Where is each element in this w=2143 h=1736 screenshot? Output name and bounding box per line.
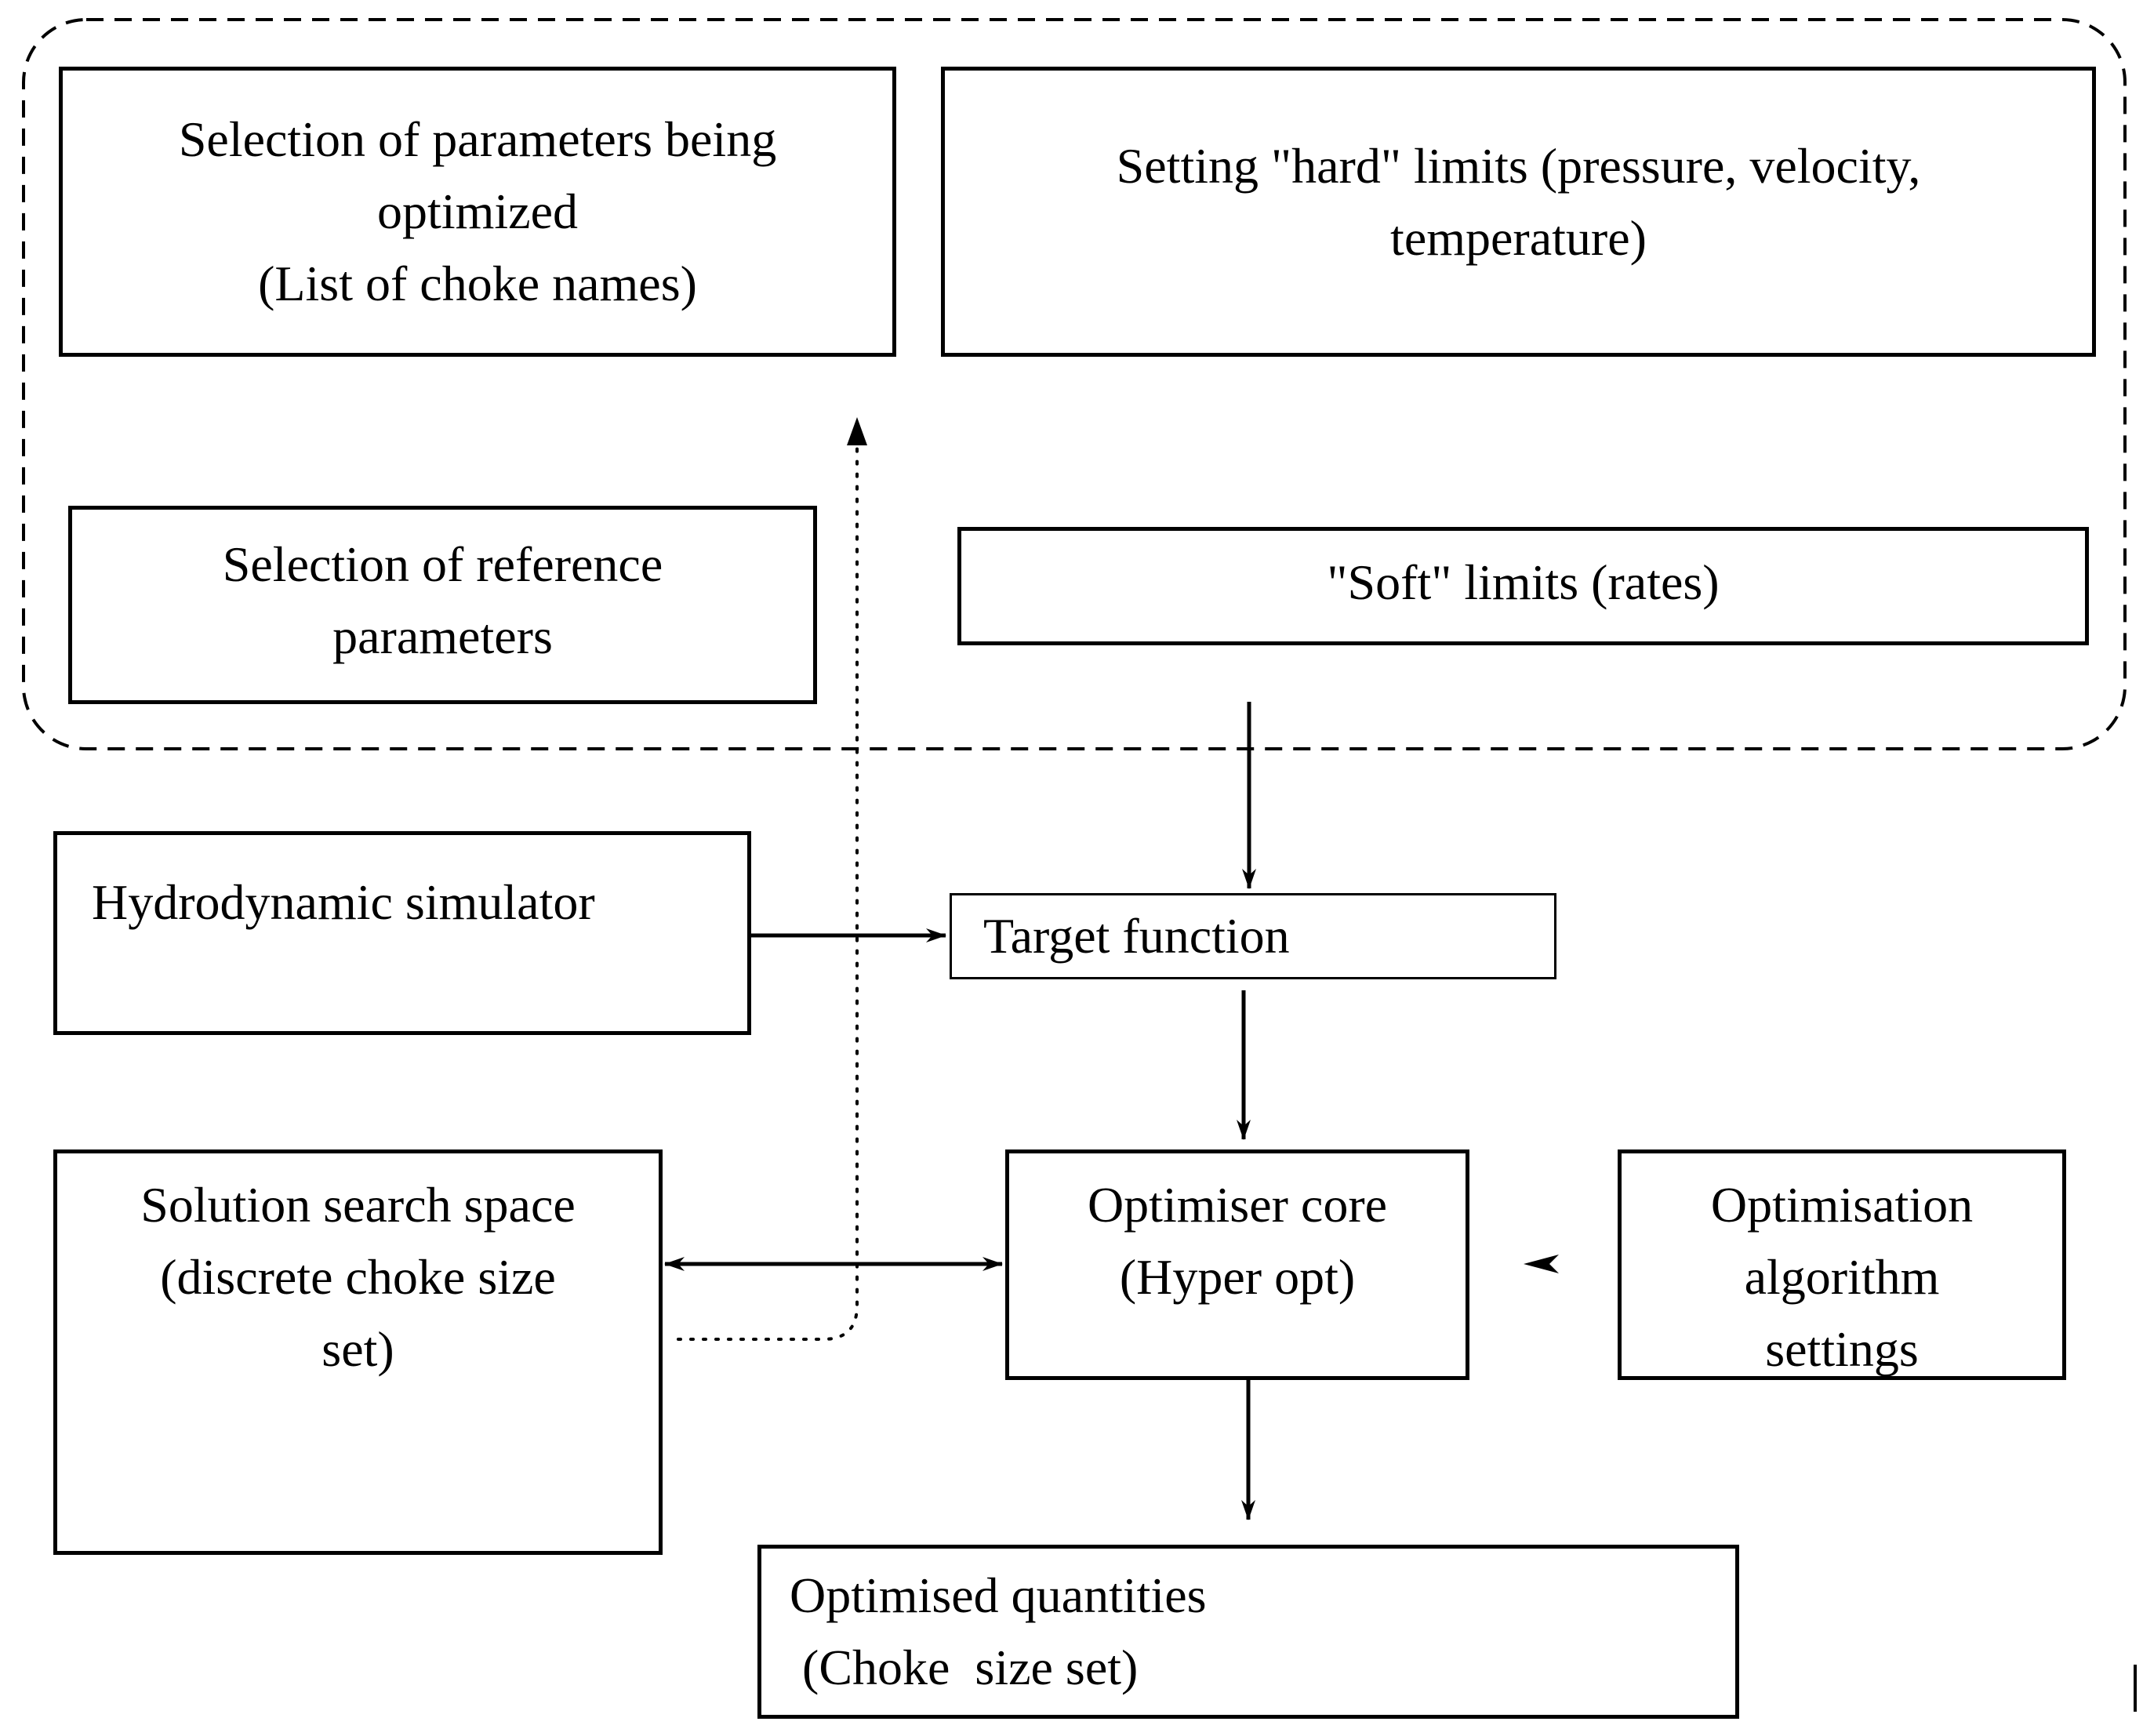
search-space-line3: set) <box>321 1321 394 1377</box>
optimiser-core-line1: Optimiser core <box>1087 1177 1388 1233</box>
optimiser-core-box: Optimiser core (Hyper opt) <box>1005 1149 1469 1380</box>
hard-limits-line2: temperature) <box>1390 210 1647 266</box>
soft-limits-box: "Soft" limits (rates) <box>957 527 2089 645</box>
simulator-box: Hydrodynamic simulator <box>53 831 751 1035</box>
reference-selection-line1: Selection of reference <box>222 536 663 592</box>
dotted-feedback-arrowhead <box>847 417 867 445</box>
algorithm-settings-line2: algorithm <box>1744 1249 1940 1305</box>
optimised-quantities-line2: (Choke size set) <box>790 1640 1139 1695</box>
optimiser-core-line2: (Hyper opt) <box>1119 1249 1356 1305</box>
search-space-box: Solution search space (discrete choke si… <box>53 1149 663 1555</box>
optimised-quantities-line1: Optimised quantities <box>790 1567 1207 1623</box>
parameters-selection-box: Selection of parameters being optimized … <box>59 67 896 357</box>
input-group-boundary <box>22 18 2127 750</box>
search-space-line2: (discrete choke size <box>160 1249 556 1305</box>
parameters-selection-line3: (List of choke names) <box>258 256 697 311</box>
simulator-line1: Hydrodynamic simulator <box>92 874 595 930</box>
optimised-quantities-box: Optimised quantities (Choke size set) <box>757 1545 1739 1719</box>
hard-limits-line1: Setting "hard" limits (pressure, velocit… <box>1116 138 1921 194</box>
algorithm-settings-line1: Optimisation <box>1710 1177 1974 1233</box>
algorithm-settings-box: Optimisation algorithm settings <box>1618 1149 2066 1380</box>
reference-selection-box: Selection of reference parameters <box>68 506 817 704</box>
soft-limits-line1: "Soft" limits (rates) <box>1327 554 1720 610</box>
reference-selection-line2: parameters <box>332 608 553 664</box>
target-function-line1: Target function <box>983 908 1290 964</box>
target-function-box: Target function <box>950 893 1556 979</box>
parameters-selection-line1: Selection of parameters being <box>178 111 777 167</box>
algorithm-settings-line3: settings <box>1765 1321 1919 1377</box>
arrow-settings-to-optimiser <box>1524 1255 1559 1273</box>
parameters-selection-line2: optimized <box>377 183 578 239</box>
search-space-line1: Solution search space <box>140 1177 576 1233</box>
edge-mark <box>2134 1665 2137 1712</box>
hard-limits-box: Setting "hard" limits (pressure, velocit… <box>941 67 2096 357</box>
